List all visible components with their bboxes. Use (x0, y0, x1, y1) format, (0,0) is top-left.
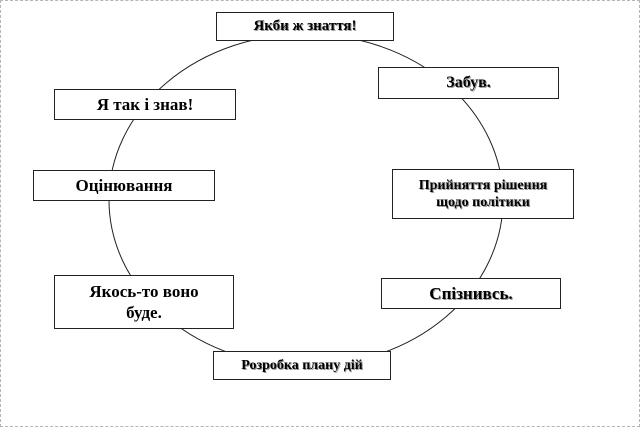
node-it-will-work-out: Якось-то воно буде. (54, 275, 234, 329)
node-forgot: Забув. (378, 67, 559, 99)
node-label-line: Прийняття рішення (418, 177, 548, 193)
node-if-only-i-knew: Якби ж знаття! (216, 12, 394, 41)
node-action-plan: Розробка плану дій (213, 351, 391, 380)
node-label: Розробка плану дій (241, 357, 363, 373)
node-label: Забув. (446, 74, 491, 91)
node-i-knew-it: Я так і знав! (54, 89, 236, 120)
node-label-line: буде. (126, 303, 162, 322)
node-label: Спізнивсь. (429, 283, 513, 303)
node-policy-decision: Прийняття рішення щодо політики (392, 169, 574, 219)
node-label: Якби ж знаття! (253, 18, 357, 35)
node-label: Оцінювання (75, 175, 173, 195)
node-label-line: Якось-то воно (89, 281, 199, 301)
node-too-late: Спізнивсь. (381, 278, 561, 309)
node-label: Я так і знав! (96, 94, 194, 114)
node-evaluation: Оцінювання (33, 170, 215, 201)
node-label-line: щодо політики (436, 195, 530, 210)
